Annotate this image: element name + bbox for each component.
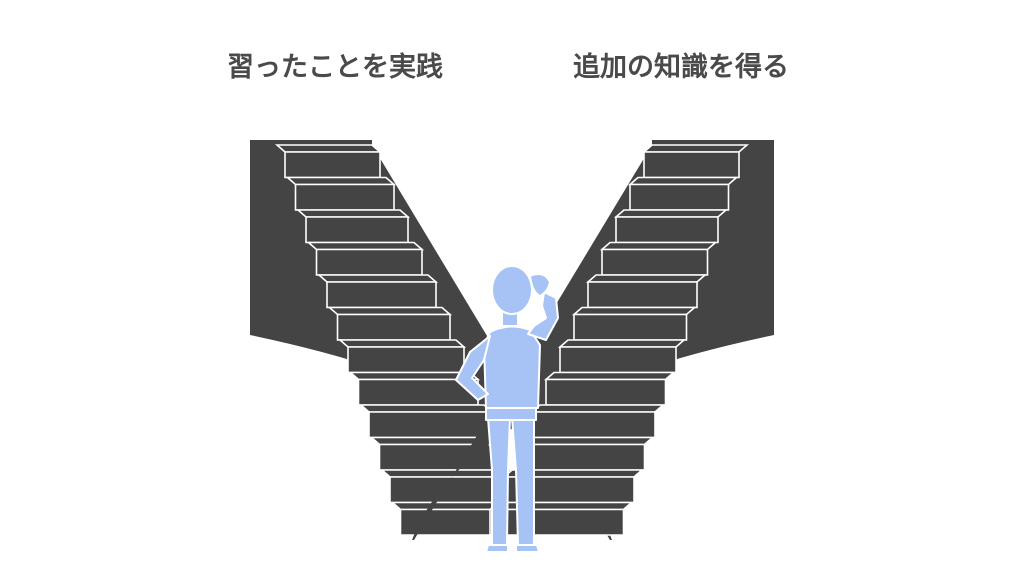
stair-riser xyxy=(489,508,625,536)
stair-riser xyxy=(326,281,437,309)
stair-tread xyxy=(641,144,750,153)
stair-riser xyxy=(643,151,740,179)
stair-riser xyxy=(315,248,423,276)
person-left-shoe xyxy=(485,544,509,553)
stair-riser xyxy=(347,346,465,374)
person-right-shoe xyxy=(515,544,540,553)
stair-tread xyxy=(487,501,634,511)
stair-tread xyxy=(327,306,453,316)
stair-riser xyxy=(284,151,381,179)
stair-riser xyxy=(601,248,709,276)
stair-tread xyxy=(543,371,676,381)
stair-tread xyxy=(585,274,708,283)
stair-tread xyxy=(599,241,718,251)
stair-tread xyxy=(571,306,697,316)
right-path-label: 追加の知識を得る xyxy=(573,52,789,83)
stair-tread xyxy=(358,404,495,413)
stair-riser xyxy=(336,313,451,341)
stair-tread xyxy=(274,144,383,153)
stair-tread xyxy=(627,176,739,186)
stair-riser xyxy=(573,313,688,341)
stair-riser xyxy=(545,378,667,406)
stair-riser xyxy=(368,411,493,439)
stair-tread xyxy=(295,209,411,218)
stair-tread xyxy=(337,339,467,348)
confused-person-figure xyxy=(455,265,559,553)
stair-riser xyxy=(615,216,719,244)
stair-riser xyxy=(294,183,395,211)
person-left-leg xyxy=(487,417,511,546)
stair-tread xyxy=(515,436,655,446)
person-belt xyxy=(485,407,537,421)
left-staircase xyxy=(250,140,612,540)
stair-riser xyxy=(587,281,698,309)
person-head xyxy=(491,265,533,315)
stair-tread xyxy=(529,404,666,413)
stair-tread xyxy=(557,339,687,348)
stair-riser xyxy=(305,216,409,244)
stair-riser xyxy=(559,346,677,374)
stair-riser xyxy=(378,443,507,471)
person-torso xyxy=(483,325,541,409)
stair-tread xyxy=(613,209,729,218)
stair-tread xyxy=(306,241,425,251)
stair-riser xyxy=(517,443,646,471)
stair-tread xyxy=(316,274,439,283)
stair-tread xyxy=(285,176,397,186)
stair-riser xyxy=(629,183,730,211)
person-hand xyxy=(529,273,551,297)
stair-riser xyxy=(531,411,656,439)
person-left-arm xyxy=(455,335,491,401)
left-path-label: 習ったことを実践 xyxy=(227,52,443,83)
